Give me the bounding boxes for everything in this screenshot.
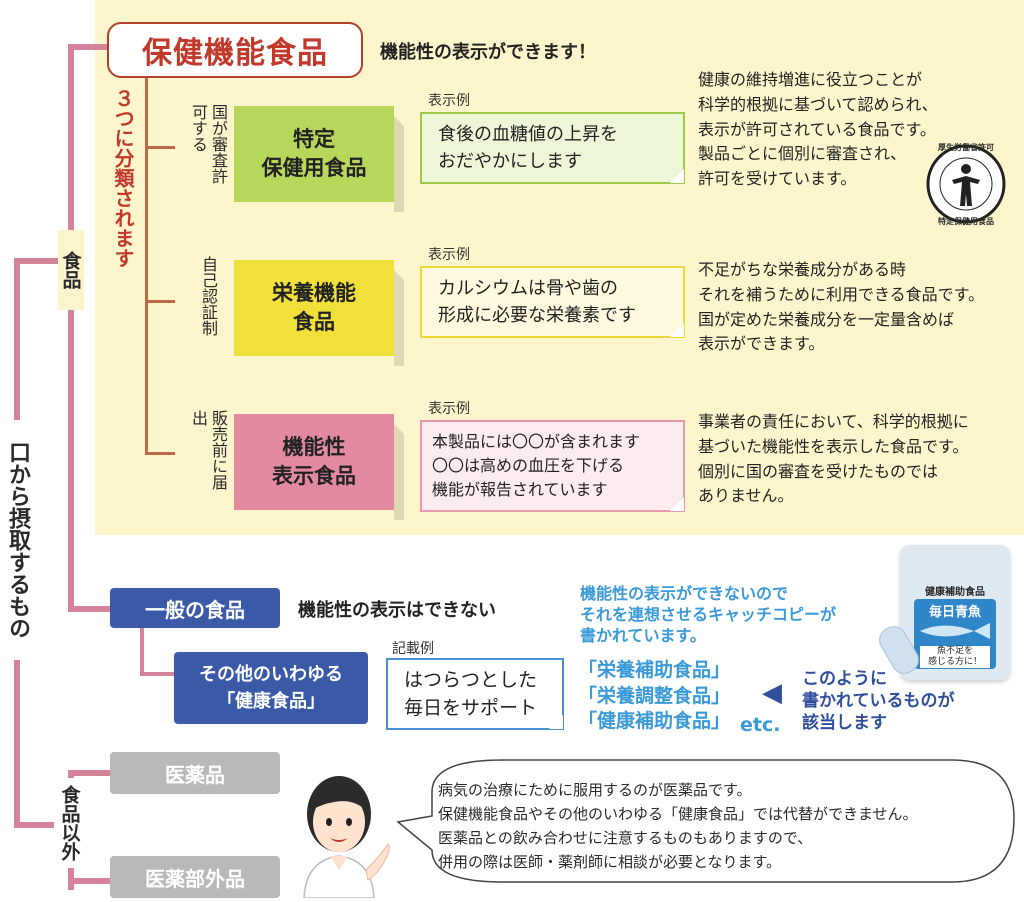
general-to-other-line [140,628,144,674]
package-subtext: 魚不足を 感じる方に！ [920,646,990,668]
pharmacist-illustration [303,776,390,899]
food-label: 食品 [58,230,84,310]
other-health-food-box: その他のいわゆる「健康食品」 [174,652,368,724]
category3-approval: 販売前に届出 [189,410,228,490]
category2-example-line1: カルシウムは骨や歯の [438,278,618,299]
category2-approval: 自己認証制 [199,256,218,336]
category2-example-box: カルシウムは骨や歯の形成に必要な栄養素です [420,266,685,338]
category3-description: 事業者の責任において、科学的根拠に 基づいた機能性を表示した食品です。 個別に国… [698,412,969,506]
list-item: 「健康補助食品」 [578,710,731,733]
record-example-box: はつらつとした毎日をサポート [386,658,564,730]
record-example-line1: はつらつとした [404,668,538,691]
nonfood-to-quasi-line [68,878,110,884]
category1-name-line1: 特定 [293,126,335,151]
catchcopy-note-line1: 機能性の表示ができないので [580,584,789,603]
speech-line: 医薬品との飲み合わせに注意するものもありますので、 [438,829,813,847]
category2-example-label: 表示例 [428,247,470,263]
nonfood-label: 食品以外 [54,778,86,868]
three-categories-label: ３つに分類されます [111,88,135,268]
record-example-line2: 毎日をサポート [404,697,538,719]
root-to-food-line [14,258,62,264]
arrow-left-icon: ◀ [762,678,782,708]
general-food-box: 一般の食品 [110,588,280,628]
food-to-functional-line [68,44,110,50]
applies-note-line3: 該当します [802,713,887,734]
record-example-label: 記載例 [392,641,434,657]
other-health-food-line1: その他のいわゆる [199,664,343,685]
fish-icon [920,623,990,639]
category1-approval: 国が審査許可する [189,104,228,184]
food-to-general-line [68,606,110,612]
quasi-drug-box: 医薬部外品 [110,856,280,898]
category2-box: 栄養機能食品 [234,260,394,356]
category3-example-line3: 機能が報告されています [432,480,608,499]
category2-branch [145,300,175,303]
other-health-food-line2: 「健康食品」 [217,691,325,712]
catchcopy-note: 機能性の表示ができないので それを連想させるキャッチコピーが 書かれています。 [580,584,836,646]
category-trunk-line [145,78,148,453]
root-to-nonfood-line [14,822,62,828]
speech-line: 併用の際は医師・薬剤師に相談が必要となります。 [438,853,782,871]
category1-description: 健康の維持増進に役立つことが 科学的根拠に基づいて認められ、 表示が許可されてい… [698,70,938,189]
functional-food-title: 保健機能食品 [107,22,363,78]
category1-example-line2: おだやかにします [438,151,582,172]
applies-note-line2: 書かれているものが [802,691,955,712]
category1-example-line1: 食後の血糖値の上昇を [438,124,618,145]
applies-note: このように 書かれているものが 該当します [802,668,955,734]
package-label-area: 毎日青魚 魚不足を 感じる方に！ [914,599,996,669]
package-subtext-line2: 感じる方に！ [927,656,982,667]
pharmacist-avatar [284,752,394,899]
package-subtext-line1: 魚不足を [936,646,973,656]
applies-note-line1: このように [802,669,887,689]
speech-text: 病気の治療にために服用するのが医薬品です。 保健機能食品やその他のいわゆる「健康… [438,778,918,874]
category1-example-label: 表示例 [428,93,470,109]
category3-example-line1: 本製品には〇〇が含まれます [432,432,641,451]
category2-example-line2: 形成に必要な栄養素です [438,305,636,326]
category3-example-label: 表示例 [428,401,470,417]
medicine-box: 医薬品 [110,752,280,794]
category3-example-line2: 〇〇は高めの血圧を下げる [432,456,625,475]
speech-bubble-shape [396,759,1015,883]
tokuho-logo-top: 厚生労働省許可 [938,143,994,152]
nonfood-to-medicine-line [68,770,110,776]
etc-label: etc. [740,714,781,736]
health-food-term-list: 「栄養補助食品」 「栄養調整食品」 「健康補助食品」 [578,658,730,735]
category1-name-line2: 保健用食品 [261,156,367,180]
tokuho-logo: 厚生労働省許可 特定保健用食品 [922,136,1010,232]
category3-name-line2: 表示食品 [272,464,356,488]
general-food-subtitle: 機能性の表示はできない [298,600,496,621]
category1-branch [145,146,175,149]
category2-name-line2: 食品 [293,310,335,334]
category2-description: 不足がちな栄養成分がある時 それを補うために利用できる食品です。 国が定めた栄養… [698,260,985,354]
category3-name-line1: 機能性 [282,434,346,459]
catchcopy-note-line2: それを連想させるキャッチコピーが [580,604,837,624]
list-item: 「栄養補助食品」 [578,659,731,681]
category1-box: 特定保健用食品 [234,106,394,202]
speech-bubble: 病気の治療にために服用するのが医薬品です。 保健機能食品やその他のいわゆる「健康… [392,752,1022,898]
package-category-text: 健康補助食品 [925,587,985,598]
category3-example-box: 本製品には〇〇が含まれます〇〇は高めの血圧を下げる機能が報告されています [420,420,685,512]
category1-example-box: 食後の血糖値の上昇をおだやかにします [420,112,685,184]
speech-line: 保健機能食品やその他のいわゆる「健康食品」では代替ができません。 [438,805,918,823]
tokuho-logo-mark [926,144,1006,224]
category3-box: 機能性表示食品 [234,414,394,510]
tokuho-logo-bottom: 特定保健用食品 [938,217,994,226]
list-item: 「栄養調整食品」 [578,684,731,707]
package-product-name: 毎日青魚 [928,605,981,620]
speech-line: 病気の治療にために服用するのが医薬品です。 [438,781,752,799]
catchcopy-note-line3: 書かれています。 [580,625,706,645]
category2-name-line1: 栄養機能 [272,280,356,305]
other-branch-line [140,672,174,676]
food-line [68,44,74,612]
functional-food-subtitle: 機能性の表示ができます！ [380,42,596,63]
category3-branch [145,452,175,455]
root-label: 口から摂取するもの [0,420,34,660]
